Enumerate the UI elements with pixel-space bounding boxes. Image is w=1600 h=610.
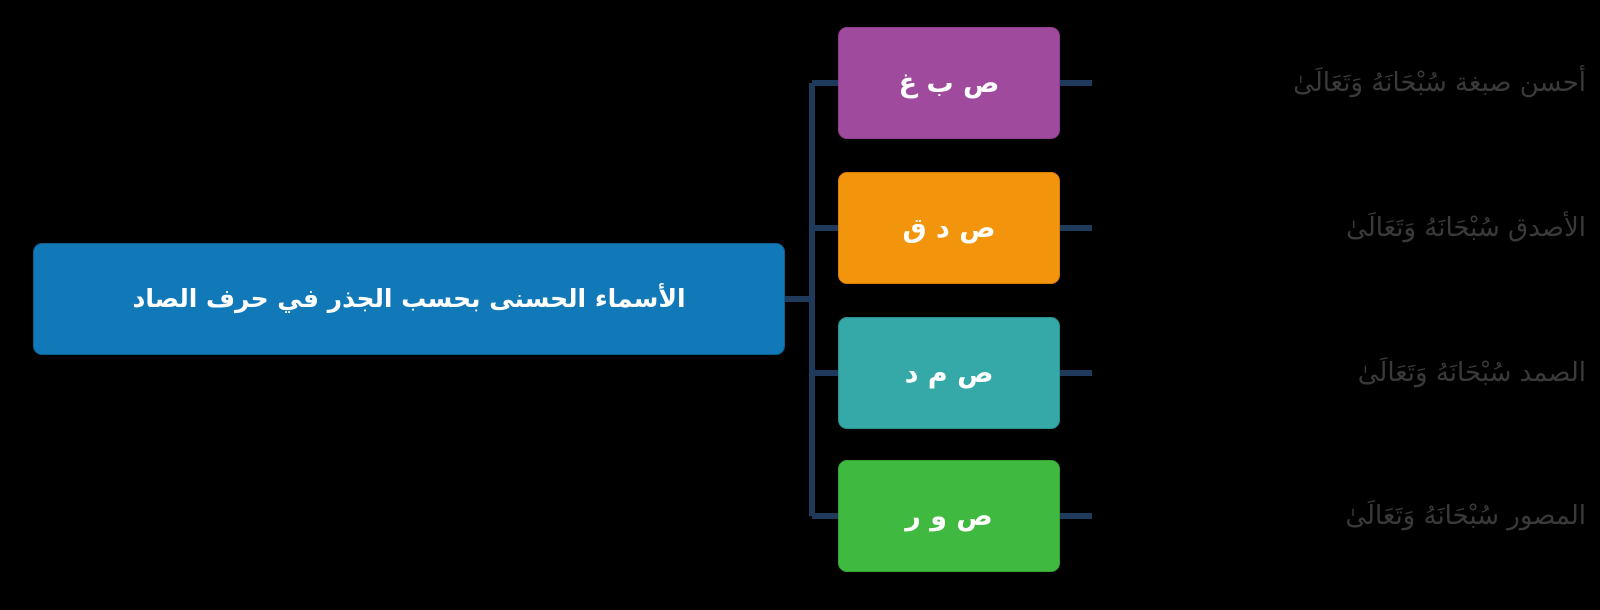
branch-node-1-label: ص د ق	[902, 212, 996, 244]
leaf-label-3: المصور سُبْحَانَهُ وَتَعَالَىٰ	[1345, 500, 1586, 531]
root-node-label: الأسماء الحسنى بحسب الجذر في حرف الصاد	[132, 284, 686, 314]
branch-node-0[interactable]: ص ب غ	[838, 27, 1060, 139]
branch-node-3[interactable]: ص و ر	[838, 460, 1060, 572]
branch-node-0-label: ص ب غ	[898, 67, 1000, 99]
branch-node-3-label: ص و ر	[905, 500, 993, 532]
branch-node-2-label: ص م د	[904, 357, 994, 389]
leaf-label-0: أحسن صبغة سُبْحَانَهُ وَتَعَالَىٰ	[1293, 67, 1586, 98]
branch-node-2[interactable]: ص م د	[838, 317, 1060, 429]
leaf-label-2: الصمد سُبْحَانَهُ وَتَعَالَىٰ	[1357, 357, 1586, 388]
leaf-label-1: الأصدق سُبْحَانَهُ وَتَعَالَىٰ	[1346, 212, 1586, 243]
branch-node-1[interactable]: ص د ق	[838, 172, 1060, 284]
root-node[interactable]: الأسماء الحسنى بحسب الجذر في حرف الصاد	[33, 243, 785, 355]
